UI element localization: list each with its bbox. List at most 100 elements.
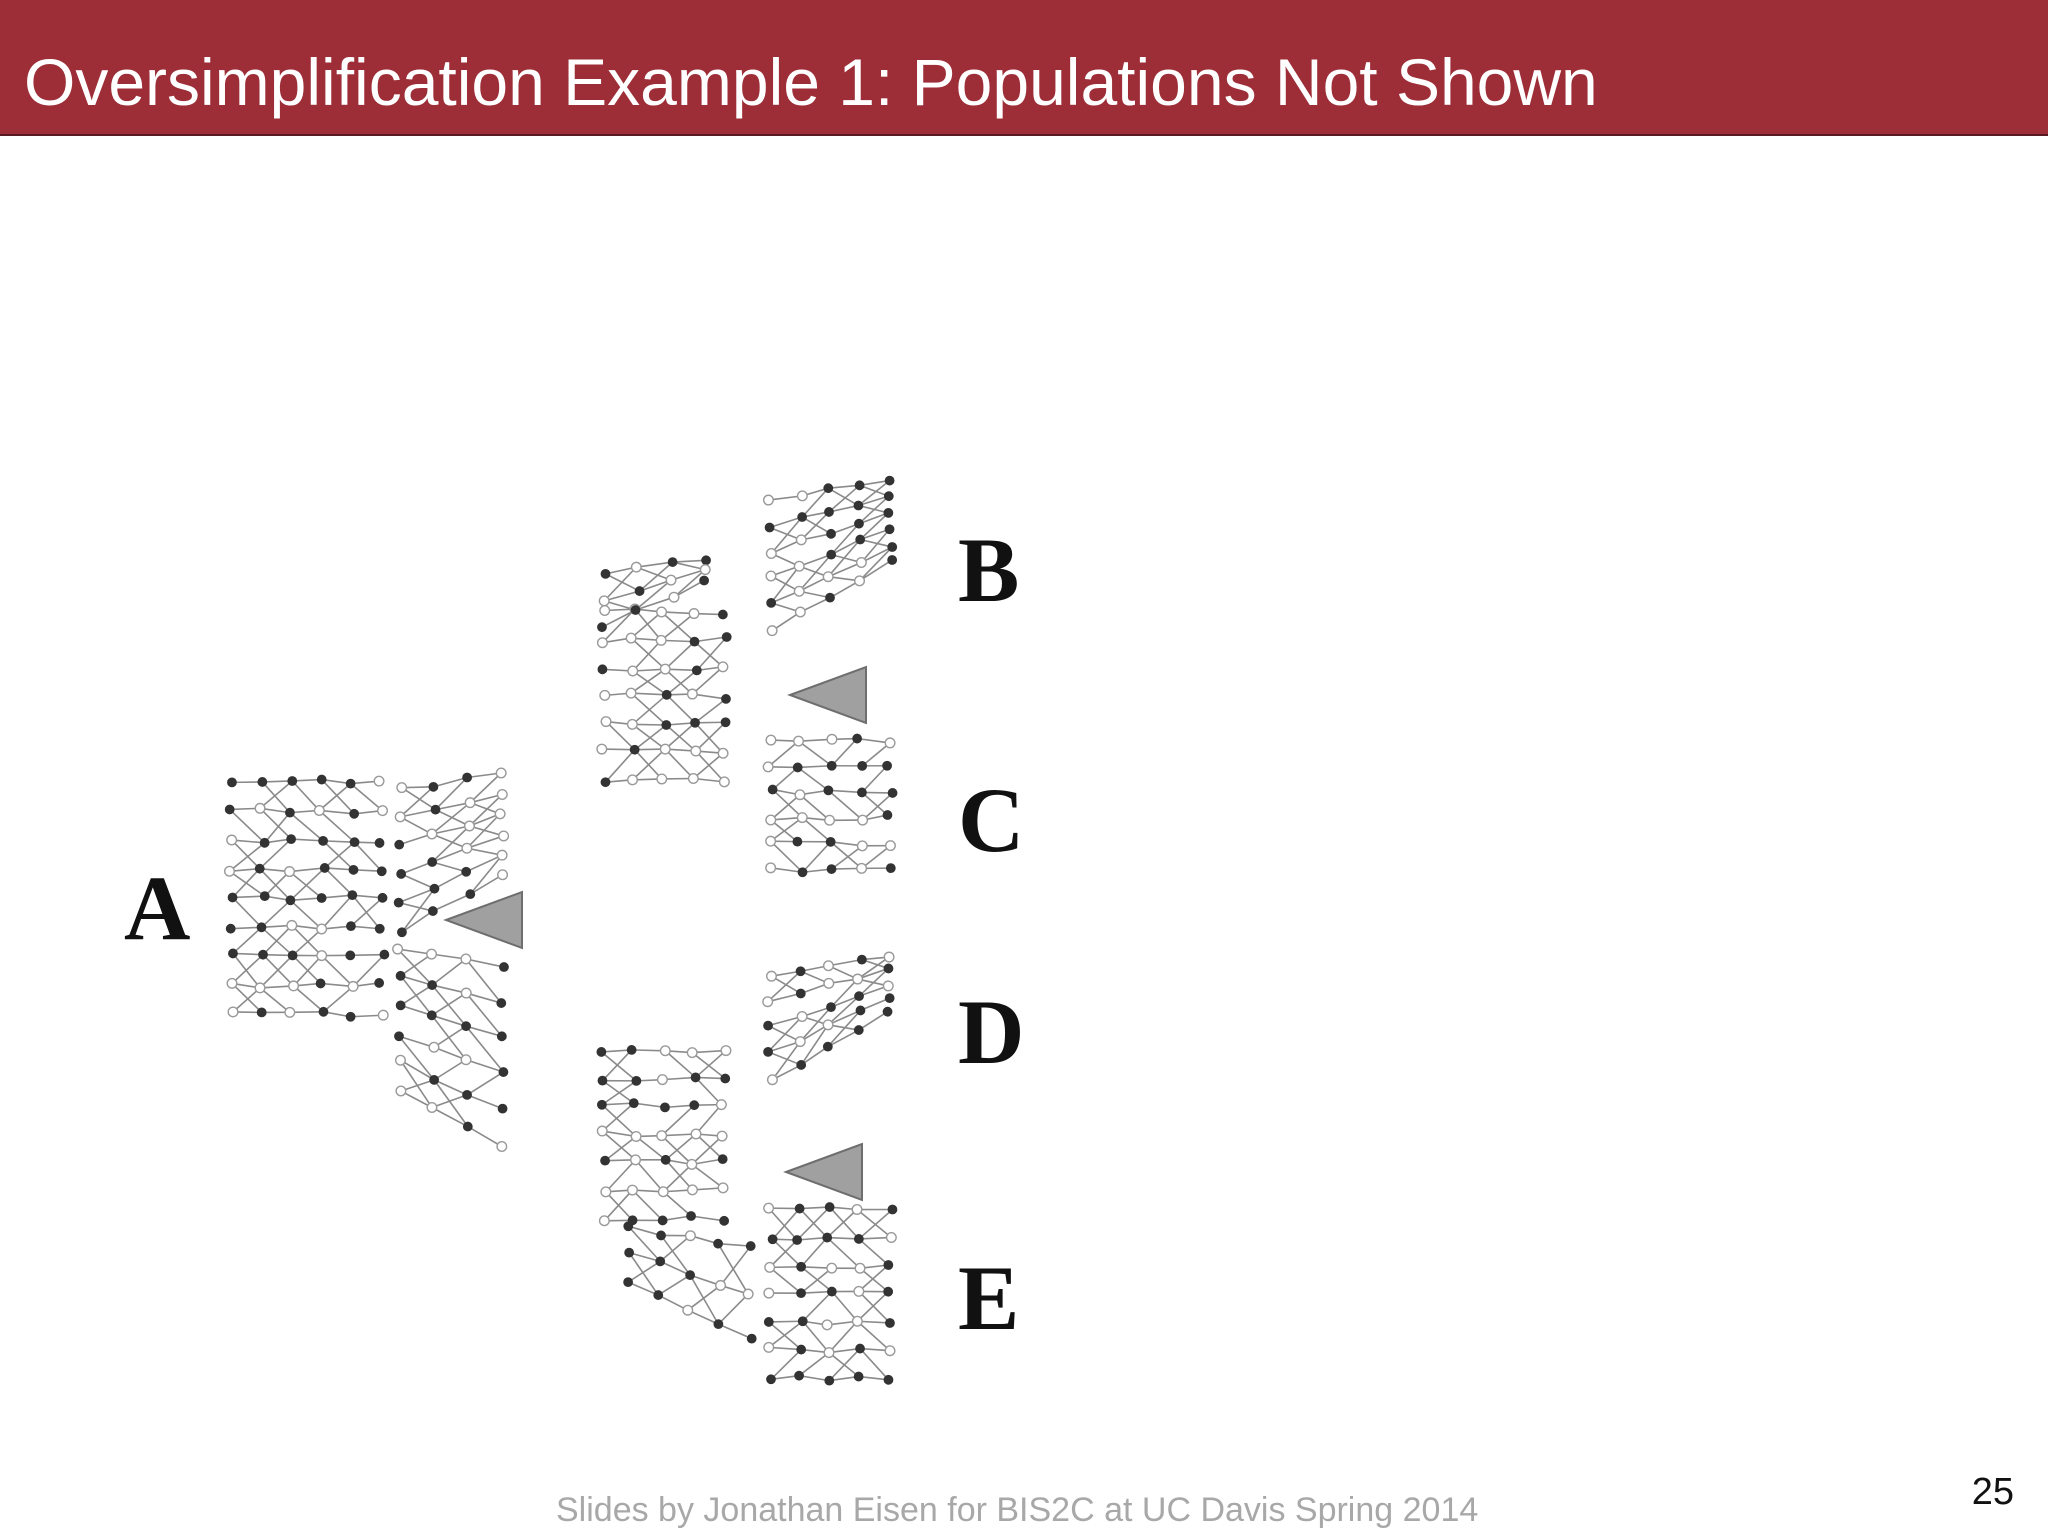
- lineage-edge: [465, 958, 502, 1004]
- individual-node: [883, 1286, 894, 1297]
- lineage-edge: [859, 538, 893, 548]
- lineage-edge: [398, 1035, 435, 1081]
- individual-node: [287, 776, 298, 786]
- individual-node: [345, 778, 356, 789]
- individual-node: [854, 991, 864, 1002]
- individual-node: [796, 1261, 807, 1272]
- lineage-edge: [860, 997, 890, 1012]
- lineage-edge: [465, 854, 503, 873]
- lineage-edge: [432, 893, 471, 912]
- individual-node: [227, 777, 237, 788]
- lineage-edge: [603, 1189, 634, 1222]
- lineage-edge: [858, 512, 889, 525]
- individual-node: [882, 1006, 893, 1017]
- lineage-edge: [796, 1206, 831, 1241]
- individual-node: [856, 954, 867, 965]
- individual-node: [668, 591, 680, 603]
- individual-node: [498, 830, 510, 842]
- lineage-edge: [827, 995, 860, 1026]
- individual-node: [429, 883, 440, 894]
- individual-node: [796, 1344, 807, 1355]
- lineage-edge: [231, 839, 261, 870]
- lineage-edge: [601, 1104, 637, 1138]
- individual-node: [286, 919, 298, 931]
- individual-node: [426, 948, 438, 960]
- lineage-edge: [398, 901, 434, 912]
- individual-node: [319, 863, 330, 873]
- individual-node: [824, 1375, 835, 1386]
- lineage-edge: [259, 985, 294, 989]
- lineage-edge: [603, 590, 640, 602]
- individual-node: [794, 1036, 806, 1048]
- individual-node: [377, 1009, 389, 1021]
- lineage-edge: [828, 1320, 858, 1354]
- individual-node: [826, 1002, 836, 1013]
- lineage-edge: [666, 694, 696, 724]
- individual-node: [765, 734, 777, 746]
- individual-node: [713, 1319, 724, 1330]
- lineage-edge: [435, 801, 471, 811]
- lineage-edge: [292, 954, 322, 984]
- split-marker-triangle: [787, 665, 867, 725]
- individual-node: [600, 1155, 610, 1166]
- individual-node: [628, 1098, 639, 1109]
- lineage-edge: [400, 873, 435, 890]
- individual-node: [465, 889, 476, 899]
- lineage-edge: [798, 1374, 830, 1382]
- individual-node: [720, 1073, 731, 1084]
- label-c: C: [958, 769, 1025, 871]
- lineage-edge: [830, 522, 860, 535]
- lineage-edge: [830, 538, 861, 556]
- individual-node: [762, 996, 774, 1008]
- lineage-edge: [862, 792, 894, 821]
- individual-node: [794, 1203, 805, 1214]
- individual-node: [826, 733, 838, 745]
- lineage-edge: [768, 1207, 798, 1241]
- individual-node: [884, 524, 895, 535]
- individual-node: [854, 480, 865, 491]
- individual-node: [767, 1234, 778, 1245]
- lineage-edge: [627, 1260, 661, 1283]
- lineage-edge: [289, 867, 325, 873]
- lineage-edge: [827, 1009, 861, 1026]
- individual-node: [792, 762, 803, 773]
- individual-node: [667, 557, 678, 567]
- lineage-edge: [398, 833, 433, 846]
- individual-node: [497, 1103, 508, 1114]
- lineage-edge: [767, 970, 802, 1003]
- lineage-edge: [695, 1049, 727, 1079]
- lineage-edge: [261, 781, 291, 814]
- individual-node: [656, 606, 668, 618]
- lineage-edge: [468, 793, 503, 827]
- lineage-edge: [692, 752, 724, 780]
- individual-node: [630, 1154, 642, 1166]
- individual-node: [883, 963, 894, 974]
- individual-node: [349, 837, 360, 848]
- individual-node: [885, 863, 896, 874]
- individual-node: [793, 560, 805, 572]
- label-b: B: [958, 519, 1020, 621]
- lineage-edge: [826, 1208, 858, 1239]
- individual-node: [394, 1031, 404, 1042]
- individual-node: [258, 949, 268, 960]
- lineage-edge: [691, 1163, 724, 1189]
- individual-node: [598, 595, 610, 607]
- lineage-edge: [291, 924, 323, 957]
- lineage-edge: [231, 868, 261, 899]
- individual-node: [763, 1317, 774, 1327]
- individual-node: [688, 608, 700, 620]
- individual-node: [887, 555, 898, 565]
- lineage-edge: [858, 1264, 889, 1292]
- lineage-edge: [431, 953, 467, 960]
- lineage-edge: [604, 749, 636, 783]
- lineage-edge: [401, 888, 436, 933]
- lineage-edge: [232, 952, 264, 956]
- lineage-edge: [718, 1242, 751, 1247]
- individual-node: [854, 1262, 866, 1274]
- lineage-edge: [631, 694, 668, 725]
- lineage-edge: [769, 526, 802, 541]
- lineage-edge: [632, 723, 667, 726]
- lineage-edge: [292, 955, 323, 987]
- individual-node: [763, 1046, 773, 1057]
- individual-node: [855, 1005, 866, 1016]
